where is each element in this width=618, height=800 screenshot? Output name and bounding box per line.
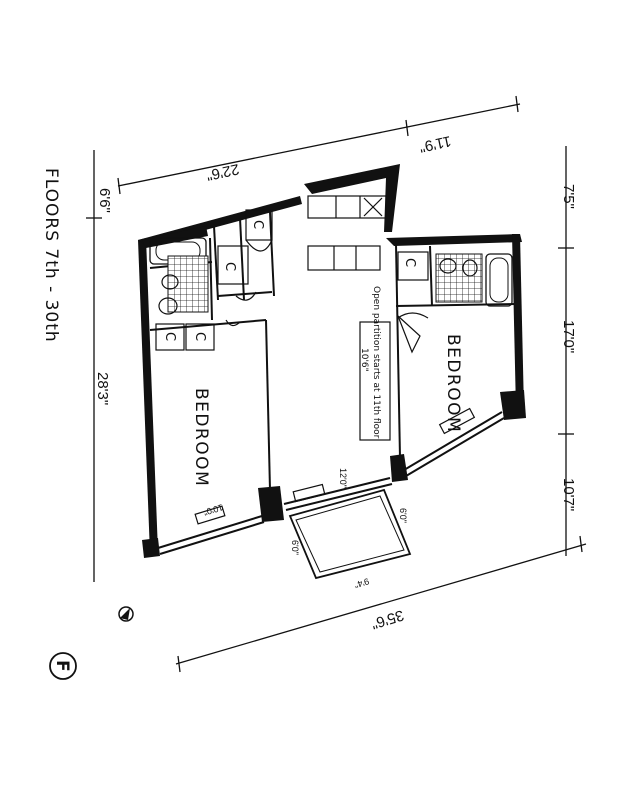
dim-window-left: 10'0" bbox=[202, 502, 224, 517]
closet-label: C bbox=[192, 332, 207, 341]
partition-outline bbox=[359, 321, 391, 441]
closet-label: C bbox=[162, 332, 177, 341]
dim-right-top: 7'5" bbox=[560, 184, 577, 209]
circle-badge-icon bbox=[49, 652, 77, 680]
closet-label: C bbox=[222, 262, 237, 271]
room-label-bedroom-left: BEDROOM bbox=[191, 388, 211, 487]
dim-balcony-c: 6'0" bbox=[398, 508, 408, 523]
north-arrow-icon bbox=[118, 606, 134, 622]
dim-balcony-b: 9'4" bbox=[353, 576, 370, 590]
partition-note: Open partition starts at 11th floor bbox=[371, 286, 381, 439]
window-markers bbox=[194, 407, 476, 525]
dim-bottom: 35'6" bbox=[369, 606, 406, 632]
dim-right-bottom: 10'7" bbox=[560, 478, 577, 511]
balcony bbox=[288, 488, 412, 580]
exterior-walls bbox=[138, 164, 526, 558]
dim-left-side: 28'3" bbox=[94, 372, 111, 405]
plan-letter: F bbox=[52, 660, 72, 672]
dim-top-left: 6'6" bbox=[96, 188, 113, 213]
dimension-lines bbox=[86, 95, 587, 673]
dim-top-right: 11'9" bbox=[418, 132, 453, 155]
door-swing bbox=[397, 315, 421, 354]
closet-label: C bbox=[402, 258, 417, 267]
room-label-bedroom-right: BEDROOM bbox=[443, 334, 463, 433]
dim-window-mid: 12'0" bbox=[338, 468, 348, 488]
partition-note-dim: 10'6" bbox=[359, 348, 369, 372]
interior-walls bbox=[149, 211, 517, 555]
plan-badge: F bbox=[49, 652, 77, 680]
closet-label: C bbox=[250, 220, 265, 229]
floors-label: FLOORS 7th - 30th bbox=[41, 168, 61, 343]
dim-top-mid: 22'6" bbox=[205, 160, 241, 184]
dim-balcony-a: 6'0" bbox=[290, 540, 300, 555]
closets bbox=[155, 209, 429, 351]
bath-fixtures bbox=[149, 237, 513, 315]
dim-right-mid: 17'0" bbox=[560, 320, 577, 353]
kitchen-counters bbox=[307, 195, 387, 271]
